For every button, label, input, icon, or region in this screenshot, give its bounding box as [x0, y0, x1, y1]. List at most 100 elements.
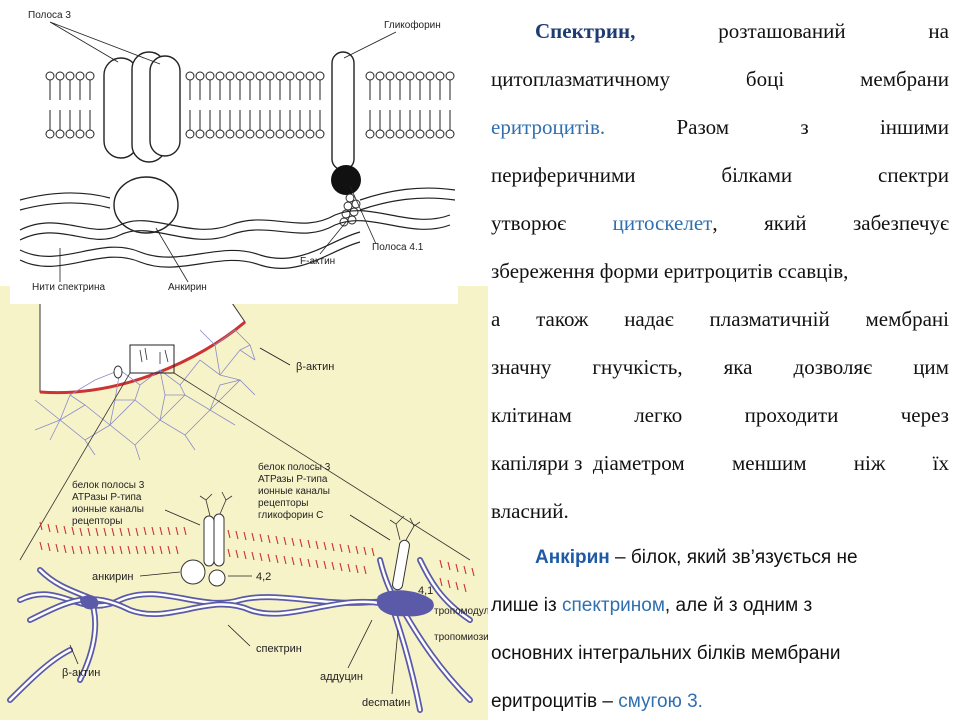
glycophorin-protein: [331, 51, 355, 171]
beta-actin-label-bottom: β-актин: [62, 667, 100, 679]
lipid-heads-bottom: [45, 129, 455, 139]
text-line-1: Спектрин, розташований на: [491, 2, 949, 60]
text-line-15: еритроцитів – смугою 3.: [491, 676, 949, 728]
word: боці: [745, 67, 785, 91]
small-protein: [113, 365, 123, 379]
word: значну: [491, 355, 552, 379]
text-line-4: периферичними білками спектри: [491, 146, 949, 204]
text-line-3: еритроцитів. Разом з іншими: [491, 98, 949, 156]
factin-label: F-актин: [300, 256, 335, 267]
word: периферичними: [491, 163, 636, 187]
term-erythrocytes: еритроцитів.: [491, 115, 606, 139]
junctional-complex: [376, 590, 434, 617]
word: гнучкість,: [592, 355, 683, 379]
dematin-label: decmatин: [362, 697, 410, 709]
text-line-13: лише із спектрином, але й з одним з: [491, 580, 949, 632]
text-fragment: – білок, який зв’язується не: [609, 547, 858, 568]
word: на: [928, 19, 949, 43]
spectrin-label: спектрин: [256, 643, 302, 655]
box-left-line-2: АТРазы Р-типа: [72, 492, 142, 503]
band41-leader: [349, 185, 377, 245]
adducin-label: аддуцин: [320, 671, 363, 683]
word: клітинам: [491, 403, 572, 427]
word: а: [491, 307, 501, 331]
word: розташований: [718, 19, 846, 43]
text-line-14: основних інтегральних білків мембрани: [491, 643, 841, 664]
box-left-line-4: рецепторы: [72, 516, 123, 527]
ankyrin-label: Анкирин: [168, 282, 207, 293]
band42-label: 4,2: [256, 571, 271, 583]
word: іншими: [879, 115, 949, 139]
term-spectrin: Спектрин,: [535, 19, 636, 43]
word: утворює: [491, 211, 567, 235]
box-right-line-4: рецепторы: [258, 498, 309, 509]
glycophorin-c-zoomed: [389, 515, 421, 591]
text-line-2: цитоплазматичному боці мембрани: [491, 50, 949, 108]
box-right-arrow: [349, 514, 391, 541]
factin-leader: [319, 221, 347, 255]
word: забезпечує: [852, 211, 949, 235]
text-fragment: лише із: [491, 595, 562, 616]
tropomodulin-label: тропомодулин: [434, 606, 488, 617]
word: також: [536, 307, 589, 331]
text-line-10: капіляри з діаметром меншим ніж їх: [491, 434, 949, 492]
beta-actin-bottom-arrow: [69, 644, 79, 665]
dematin-arrow: [391, 629, 399, 695]
word: ніж: [853, 451, 886, 475]
word: меншим: [731, 451, 807, 475]
zoom-line-left: [19, 372, 131, 561]
text-line-12: Анкірин – білок, який зв’язується не: [491, 532, 949, 584]
word: надає: [624, 307, 674, 331]
adducin-arrow: [347, 619, 373, 669]
word: капіляри з діаметром: [491, 451, 685, 475]
text-fragment: еритроцитів –: [491, 691, 619, 712]
word: спектри: [878, 163, 949, 187]
beta-actin-label: β-актин: [296, 361, 334, 373]
band3-protein-zoomed: [180, 491, 233, 587]
glycophorin-label: Гликофорин: [384, 19, 441, 31]
term-band3: смугою 3.: [618, 691, 703, 712]
beta-actin-arrow: [259, 347, 291, 366]
magnify-box: [129, 344, 175, 374]
text-line-11: власний.: [491, 499, 569, 523]
band41-label: Полоса 4.1: [372, 242, 424, 253]
word: їх: [932, 451, 949, 475]
erythrocyte-cytoskeleton-figure: β-актин: [0, 286, 500, 720]
text-line-8: значну гнучкість, яка дозволяє цим: [491, 338, 949, 396]
band41-protein: [331, 165, 361, 195]
zoom-line-right: [173, 372, 471, 561]
box-proteins: [139, 347, 169, 364]
band41-label: 4,1: [418, 585, 433, 597]
band3-protein: [103, 51, 181, 234]
spectrin-filaments: [19, 187, 456, 269]
spectrin-arrow: [227, 624, 251, 647]
spectrin-threads-label: Нити спектрина: [32, 282, 105, 293]
word: цим: [913, 355, 949, 379]
word: який: [764, 211, 807, 235]
word: мембрані: [865, 307, 949, 331]
membrane-figure: Полоса 3 Гликофорин Полоса 4.1 F-актин Н…: [10, 0, 458, 304]
text-line-6: збереження форми еритроцитів ссавців,: [491, 259, 849, 283]
term-ankyrin: Анкірин: [535, 547, 610, 568]
box-left-line-3: ионные каналы: [72, 504, 144, 515]
box-right-line-1: белок полосы 3: [258, 461, 331, 473]
band3-leaders: [49, 21, 161, 65]
lipid-bilayer-red: [39, 521, 475, 593]
box-right-line-3: ионные каналы: [258, 486, 330, 497]
cytoskeleton-diagram: β-актин: [7, 299, 500, 713]
word: плазматичній: [709, 307, 830, 331]
ankyrin-leader: [155, 227, 189, 283]
band3-label: Полоса 3: [28, 10, 71, 21]
text-line-9: клітинам легко проходити через: [491, 386, 949, 444]
word: проходити: [744, 403, 839, 427]
left-junction: [80, 595, 99, 610]
word: з: [800, 115, 809, 139]
term-spectrin-link: спектрином: [562, 595, 665, 616]
ankyrin-label: анкирин: [92, 571, 134, 583]
membrane-diagram: Полоса 3 Гликофорин Полоса 4.1 F-актин Н…: [19, 10, 456, 293]
comma: ,: [712, 211, 718, 235]
word: цитоплазматичному: [491, 67, 670, 91]
box-left-line-1: белок полосы 3: [72, 479, 145, 491]
word: легко: [634, 403, 683, 427]
word: білками: [721, 163, 793, 187]
